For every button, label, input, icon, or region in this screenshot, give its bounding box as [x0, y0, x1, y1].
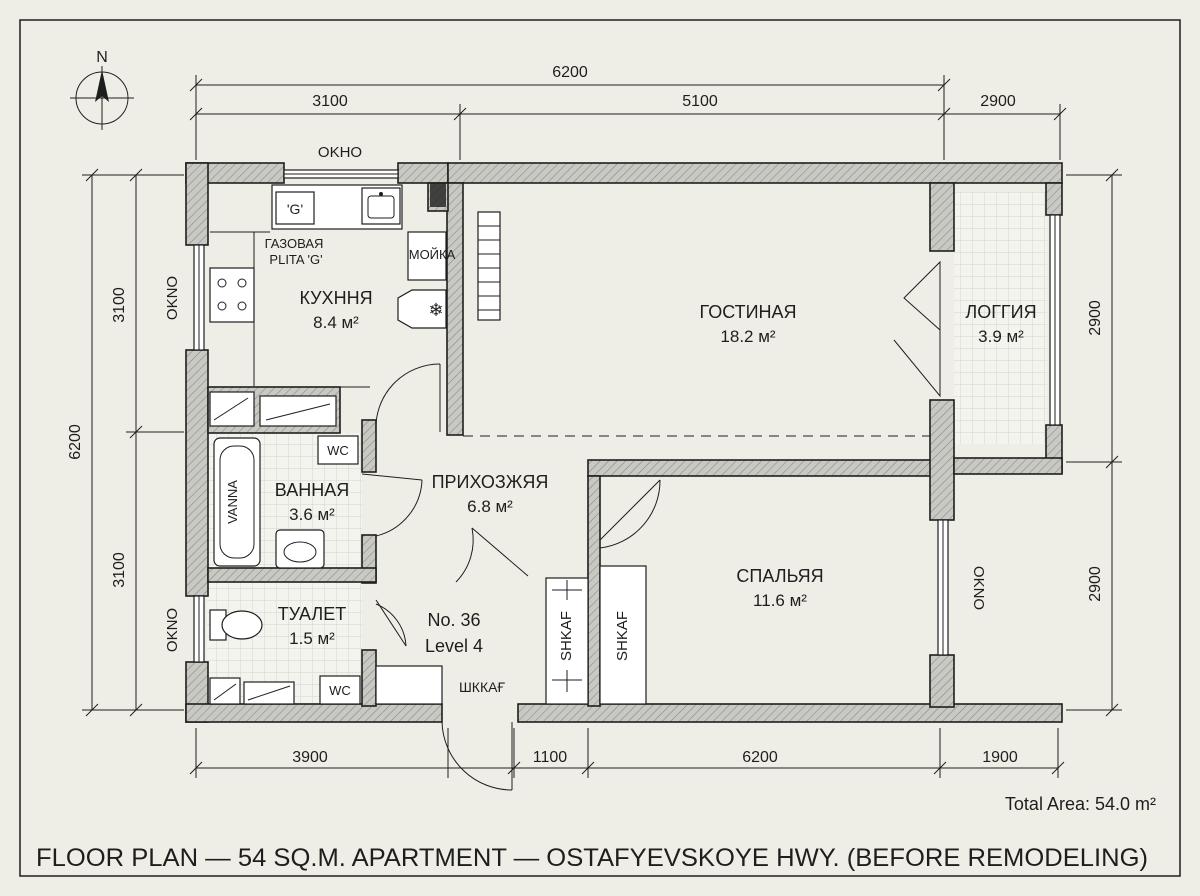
- room-area-toilet: 1.5 м²: [289, 629, 335, 648]
- dim-top-overall: 6200: [552, 64, 588, 81]
- room-name-bathroom: ВАННАЯ: [275, 480, 349, 500]
- room-name-kitchen: КУХННЯ: [299, 288, 372, 308]
- vent-shaft-icon: [430, 183, 446, 207]
- dim-bottom-left: 3900: [292, 749, 328, 766]
- closets: [375, 565, 647, 705]
- room-area-hall: 6.8 м²: [467, 497, 513, 516]
- room-name-living: ГОСТИНАЯ: [699, 302, 796, 322]
- dim-left-overall: 6200: [67, 424, 84, 460]
- bedroom-closet: [599, 565, 647, 705]
- compass: N: [70, 49, 134, 130]
- dim-top-left: 3100: [312, 93, 348, 110]
- stove-label-1: ГАЗОВАЯ: [265, 236, 324, 251]
- entry-door-swing: [441, 721, 513, 791]
- window-label-wc-left: OKNO: [164, 608, 181, 652]
- dimension-lines: [82, 75, 1122, 778]
- dim-right-upper: 2900: [1087, 300, 1104, 336]
- bath-label: VANNA: [225, 480, 240, 524]
- dim-bottom-right: 1900: [982, 749, 1018, 766]
- dim-left-lower: 3100: [111, 552, 128, 588]
- bathtub-icon: [213, 437, 261, 567]
- room-name-bedroom: СПАЛЬЯЯ: [736, 566, 823, 586]
- room-area-bathroom: 3.6 м²: [289, 505, 335, 524]
- kitchen-door-swing: [375, 363, 441, 433]
- room-name-hall: ПРИХОЗЖЯЯ: [432, 472, 549, 492]
- kitchen-fixtures: ❄: [209, 183, 447, 388]
- dim-top-middle: 5100: [682, 93, 718, 110]
- closet-note: ШККАҒ: [459, 679, 505, 695]
- room-area-loggia: 3.9 м²: [978, 327, 1024, 346]
- room-area-kitchen: 8.4 м²: [313, 313, 359, 332]
- dim-top-right: 2900: [980, 93, 1016, 110]
- loggia-floor: [954, 192, 1047, 444]
- closet-label-hall: SHKAF: [558, 611, 575, 661]
- toilet-door-swing: [375, 603, 407, 647]
- sink-label: МОЙКА: [409, 247, 456, 262]
- bedroom-door-swing: [599, 479, 661, 549]
- dim-bottom-mid: 1100: [533, 749, 568, 766]
- north-arrow-icon: [95, 70, 109, 102]
- loggia-door-lower: [893, 326, 941, 398]
- room-name-toilet: ТУАЛЕТ: [278, 604, 346, 624]
- loggia-door-upper: [903, 260, 941, 332]
- stove-label-2: PLITA 'G': [269, 252, 322, 267]
- fridge-icon: [397, 289, 447, 329]
- page-title: FLOOR PLAN — 54 SQ.M. APARTMENT — OSTAFY…: [36, 844, 1148, 872]
- room-name-loggia: ЛОГГИЯ: [965, 302, 1036, 322]
- gas-box-icon: [275, 191, 315, 225]
- radiator-icon: [477, 211, 501, 321]
- room-area-bedroom: 11.6 м²: [753, 591, 807, 610]
- page-frame: [19, 19, 1181, 877]
- doors: [361, 260, 941, 791]
- north-label: N: [96, 49, 108, 66]
- window-label-bedroom: OKNO: [970, 566, 987, 610]
- wc-box-bath: [317, 435, 359, 465]
- wc-label-bath: WC: [327, 443, 349, 458]
- hood-box-icon: [209, 391, 255, 427]
- gas-box-label: 'G': [287, 201, 303, 217]
- stove-icon: [209, 267, 255, 323]
- wc-label-toilet: WC: [329, 683, 351, 698]
- dim-bottom-center: 6200: [742, 749, 778, 766]
- bath-fixtures: [209, 391, 361, 705]
- dim-right-lower: 2900: [1087, 566, 1104, 602]
- toilet-icon: [221, 610, 263, 640]
- total-area: Total Area: 54.0 m²: [1005, 794, 1156, 814]
- windows: [193, 169, 1061, 663]
- wc-box-toilet: [319, 675, 361, 705]
- bath-door-swing: [375, 479, 423, 537]
- closet-label-bedroom: SHKAF: [614, 611, 631, 661]
- snowflake-icon: ❄: [428, 300, 443, 320]
- hall-door-swing: [455, 527, 474, 583]
- dim-left-upper: 3100: [111, 287, 128, 323]
- unit-level: Level 4: [425, 636, 483, 656]
- unit-number: No. 36: [427, 610, 480, 630]
- window-label-kitchen-top: OKHO: [318, 144, 362, 161]
- window-label-kitchen-left: OKNO: [164, 276, 181, 320]
- room-area-living: 18.2 м²: [720, 327, 775, 346]
